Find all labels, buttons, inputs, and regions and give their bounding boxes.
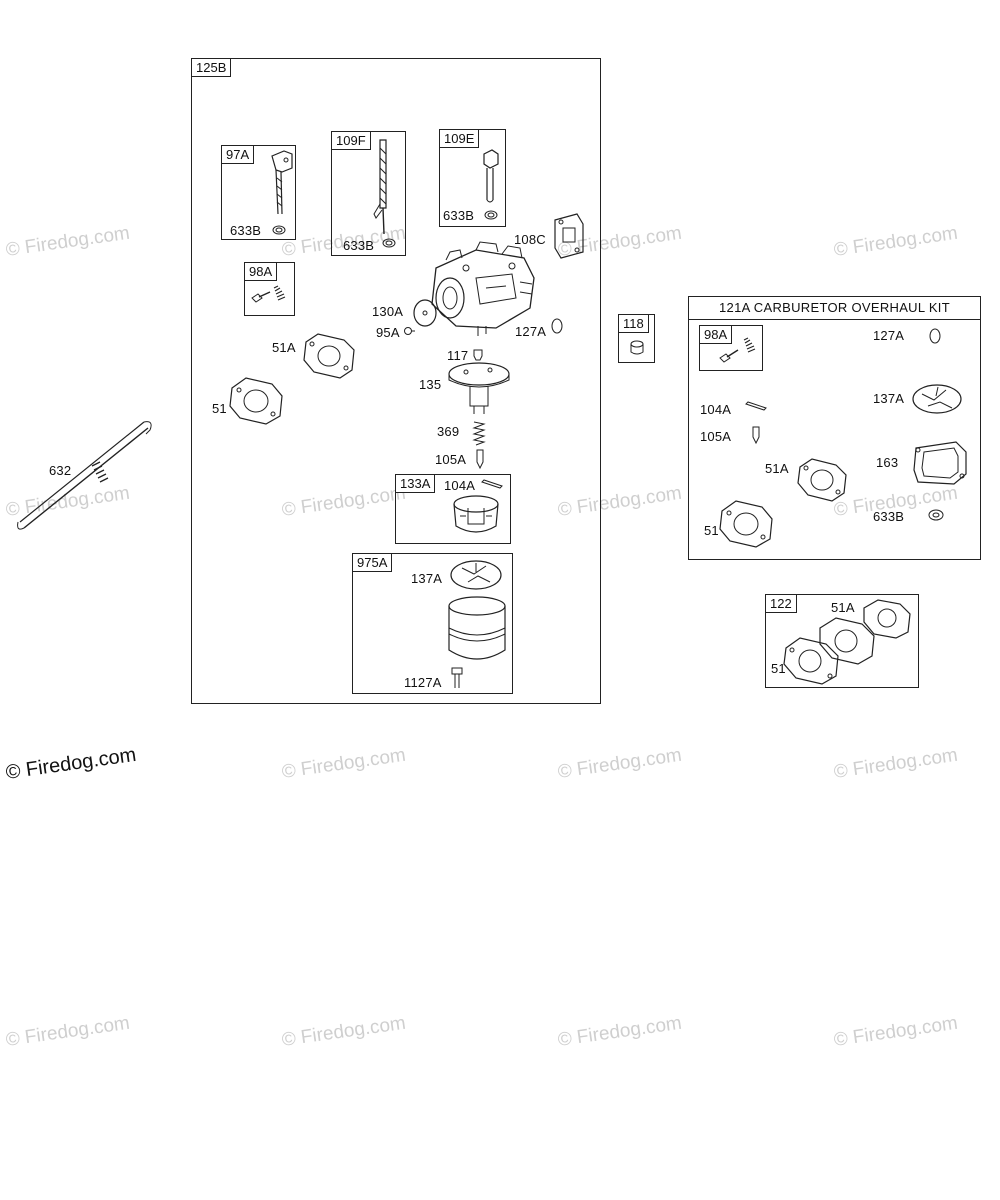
label-95a: 95A bbox=[376, 325, 400, 340]
label-369: 369 bbox=[437, 424, 460, 439]
kit-box-98a-tag: 98A bbox=[699, 325, 733, 344]
kit-idle-screw-part bbox=[716, 336, 760, 366]
choke-shaft-part bbox=[372, 138, 394, 236]
box-975a: 975A bbox=[352, 553, 513, 694]
kit-pin-part bbox=[744, 400, 768, 414]
watermark: © Firedog.com bbox=[4, 1012, 132, 1051]
box-97a-tag: 97A bbox=[221, 145, 255, 164]
box-133a-tag: 133A bbox=[395, 474, 436, 493]
bowl-screw-1127a-part bbox=[450, 666, 464, 690]
box-118-tag: 118 bbox=[618, 314, 649, 333]
kit-seal-part bbox=[928, 509, 944, 521]
label-51: 51 bbox=[771, 661, 786, 676]
watermark: © Firedog.com bbox=[280, 744, 408, 783]
plug-118-part bbox=[628, 339, 646, 357]
label-1127a: 1127A bbox=[404, 675, 442, 690]
governor-link-632-part bbox=[14, 418, 156, 534]
kit-gasket-163-part bbox=[910, 440, 970, 486]
label-117: 117 bbox=[447, 348, 469, 363]
gasket-set-122-part bbox=[780, 598, 916, 686]
pin-104a-part bbox=[480, 478, 504, 492]
label-127a: 127A bbox=[515, 324, 547, 339]
label-51a: 51A bbox=[272, 340, 296, 355]
watermark: © Firedog.com bbox=[280, 1012, 408, 1051]
box-122: 122 bbox=[765, 594, 919, 688]
watermark: © Firedog.com bbox=[832, 1012, 960, 1051]
label-130a: 130A bbox=[372, 304, 404, 319]
label-632: 632 bbox=[49, 463, 72, 478]
needle-105a-part bbox=[474, 448, 486, 470]
kit-box-98a: 98A bbox=[699, 325, 763, 371]
kit-label-105a: 105A bbox=[700, 429, 732, 444]
box-97a: 97A bbox=[221, 145, 296, 240]
kit-bowl-gasket-part bbox=[910, 382, 964, 416]
label-135: 135 bbox=[419, 377, 442, 392]
watermark: © Firedog.com bbox=[832, 744, 960, 783]
throttle-plate-part bbox=[410, 298, 440, 328]
watermark: © Firedog.com bbox=[556, 1012, 684, 1051]
box-109f: 109F bbox=[331, 131, 406, 256]
label-51a: 51A bbox=[831, 600, 855, 615]
seal-part bbox=[382, 238, 396, 248]
assembly-125b-tag: 125B bbox=[191, 58, 232, 77]
seal-part bbox=[484, 210, 498, 220]
jet-117-part bbox=[472, 348, 484, 362]
kit-label-104a: 104A bbox=[700, 402, 732, 417]
label-104a: 104A bbox=[444, 478, 476, 493]
label-51: 51 bbox=[212, 401, 227, 416]
kit-label-51a: 51A bbox=[765, 461, 789, 476]
box-98a-tag: 98A bbox=[244, 262, 278, 281]
bowl-gasket-137a-part bbox=[448, 558, 504, 592]
assembly-125b-frame: 125B bbox=[191, 58, 601, 704]
seal-part bbox=[272, 225, 286, 235]
idle-screw-part bbox=[248, 284, 290, 308]
label-108c: 108C bbox=[514, 232, 546, 247]
box-975a-tag: 975A bbox=[352, 553, 393, 572]
kit-121a-title: 121A CARBURETOR OVERHAUL KIT bbox=[689, 297, 980, 320]
kit-gasket-51-part bbox=[716, 497, 776, 549]
kit-o-ring-part bbox=[928, 328, 942, 344]
kit-121a-frame: 121A CARBURETOR OVERHAUL KIT bbox=[688, 296, 981, 560]
float-135-part bbox=[446, 360, 512, 418]
label-105a: 105A bbox=[435, 452, 467, 467]
gasket-51-part bbox=[226, 374, 286, 426]
box-122-tag: 122 bbox=[765, 594, 797, 613]
screw-95a-part bbox=[403, 326, 415, 336]
box-109e-tag: 109E bbox=[439, 129, 480, 148]
spring-369-part bbox=[470, 420, 488, 446]
box-98a: 98A bbox=[244, 262, 295, 316]
kit-label-127a: 127A bbox=[873, 328, 905, 343]
kit-label-163: 163 bbox=[876, 455, 899, 470]
kit-needle-part bbox=[750, 425, 762, 445]
box-109e: 109E bbox=[439, 129, 506, 227]
throttle-shaft-part bbox=[262, 148, 294, 220]
kit-gasket-51a-part bbox=[794, 455, 850, 503]
watermark-primary: © Firedog.com bbox=[4, 743, 138, 784]
label-633b: 633B bbox=[443, 208, 475, 223]
gasket-108c-part bbox=[551, 212, 587, 260]
box-118: 118 bbox=[618, 314, 655, 363]
choke-lever-part bbox=[478, 148, 502, 204]
watermark: © Firedog.com bbox=[556, 744, 684, 783]
watermark: © Firedog.com bbox=[832, 222, 960, 261]
kit-label-51: 51 bbox=[704, 523, 719, 538]
gasket-51a-part bbox=[300, 330, 358, 380]
watermark: © Firedog.com bbox=[4, 222, 132, 261]
label-633b: 633B bbox=[343, 238, 375, 253]
label-137a: 137A bbox=[411, 571, 443, 586]
box-109f-tag: 109F bbox=[331, 131, 371, 150]
label-633b: 633B bbox=[230, 223, 262, 238]
box-133a: 133A bbox=[395, 474, 511, 544]
float-133a-part bbox=[450, 494, 502, 538]
o-ring-127a-part bbox=[550, 318, 564, 334]
kit-label-137a: 137A bbox=[873, 391, 905, 406]
carburetor-body-part bbox=[416, 238, 542, 338]
float-bowl-part bbox=[444, 594, 510, 670]
kit-label-633b: 633B bbox=[873, 509, 905, 524]
